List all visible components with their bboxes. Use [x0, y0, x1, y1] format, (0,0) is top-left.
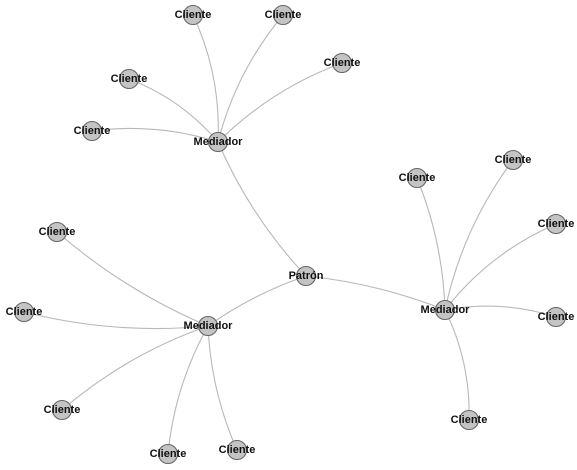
- edge-mediador-left-cliente-l2: [23, 311, 209, 330]
- node-cliente-t2[interactable]: Cliente: [265, 4, 302, 26]
- edge-mediador-top-cliente-t1: [192, 14, 219, 143]
- edge-mediador-top-cliente-t3: [217, 62, 343, 143]
- node-circle: [331, 52, 353, 74]
- edge-mediador-right-cliente-r1: [416, 177, 446, 311]
- node-cliente-r4[interactable]: Cliente: [538, 306, 575, 328]
- node-circle: [13, 301, 35, 323]
- node-circle: [118, 68, 140, 90]
- node-cliente-l2[interactable]: Cliente: [6, 301, 43, 323]
- node-label: Cliente: [175, 9, 212, 21]
- node-circle: [81, 120, 103, 142]
- node-cliente-l3[interactable]: Cliente: [44, 399, 81, 421]
- node-patron[interactable]: Patrón: [289, 265, 324, 287]
- node-cliente-r3[interactable]: Cliente: [538, 213, 575, 235]
- edge-mediador-top-cliente-t2: [217, 14, 284, 143]
- node-cliente-t1[interactable]: Cliente: [175, 4, 212, 26]
- edge-patron-mediador-left: [207, 275, 307, 327]
- edge-mediador-top-patron: [217, 141, 307, 277]
- node-label: Patrón: [289, 270, 324, 282]
- node-label: Cliente: [150, 448, 187, 460]
- node-circle: [406, 167, 428, 189]
- node-label: Cliente: [538, 218, 575, 230]
- node-circle: [46, 221, 68, 243]
- node-circle: [502, 149, 524, 171]
- edge-mediador-right-cliente-r4: [444, 305, 557, 318]
- node-label: Cliente: [495, 154, 532, 166]
- node-circle: [157, 443, 179, 465]
- node-cliente-l1[interactable]: Cliente: [39, 221, 76, 243]
- edge-mediador-right-cliente-r3: [444, 223, 557, 311]
- node-circle: [207, 131, 229, 153]
- node-cliente-t4[interactable]: Cliente: [111, 68, 148, 90]
- node-label: Mediador: [194, 136, 244, 148]
- node-cliente-r5[interactable]: Cliente: [451, 409, 488, 431]
- node-label: Cliente: [111, 73, 148, 85]
- node-label: Cliente: [74, 125, 111, 137]
- node-label: Cliente: [44, 404, 81, 416]
- edge-mediador-right-cliente-r5: [444, 309, 470, 421]
- node-cliente-r1[interactable]: Cliente: [399, 167, 436, 189]
- node-circle: [545, 213, 567, 235]
- node-cliente-l4[interactable]: Cliente: [150, 443, 187, 465]
- node-cliente-l5[interactable]: Cliente: [219, 439, 256, 461]
- node-mediador-top[interactable]: Mediador: [194, 131, 244, 153]
- edge-mediador-left-cliente-l4: [167, 325, 209, 455]
- edge-mediador-top-cliente-t5: [91, 127, 219, 143]
- node-cliente-t5[interactable]: Cliente: [74, 120, 111, 142]
- edge-mediador-right-cliente-r2: [444, 159, 514, 311]
- node-circle: [182, 4, 204, 26]
- node-mediador-right[interactable]: Mediador: [421, 299, 471, 321]
- node-circle: [458, 409, 480, 431]
- node-circle: [434, 299, 456, 321]
- node-label: Cliente: [219, 444, 256, 456]
- node-mediador-left[interactable]: Mediador: [184, 315, 234, 337]
- edge-mediador-left-cliente-l1: [56, 231, 209, 327]
- node-label: Cliente: [265, 9, 302, 21]
- node-cliente-t3[interactable]: Cliente: [324, 52, 361, 74]
- edge-layer: [23, 14, 557, 455]
- node-label: Cliente: [39, 226, 76, 238]
- node-label: Cliente: [324, 57, 361, 69]
- edge-mediador-top-cliente-t4: [128, 78, 219, 143]
- node-label: Mediador: [421, 304, 471, 316]
- edge-patron-mediador-right: [305, 275, 446, 311]
- node-label: Cliente: [399, 172, 436, 184]
- edge-mediador-left-cliente-l5: [207, 325, 238, 451]
- node-circle: [545, 306, 567, 328]
- node-label: Cliente: [451, 414, 488, 426]
- node-circle: [51, 399, 73, 421]
- edge-mediador-left-cliente-l3: [61, 325, 209, 411]
- node-cliente-r2[interactable]: Cliente: [495, 149, 532, 171]
- node-circle: [197, 315, 219, 337]
- node-circle: [226, 439, 248, 461]
- node-circle: [295, 265, 317, 287]
- node-label: Cliente: [6, 306, 43, 318]
- node-label: Mediador: [184, 320, 234, 332]
- node-label: Cliente: [538, 311, 575, 323]
- node-circle: [272, 4, 294, 26]
